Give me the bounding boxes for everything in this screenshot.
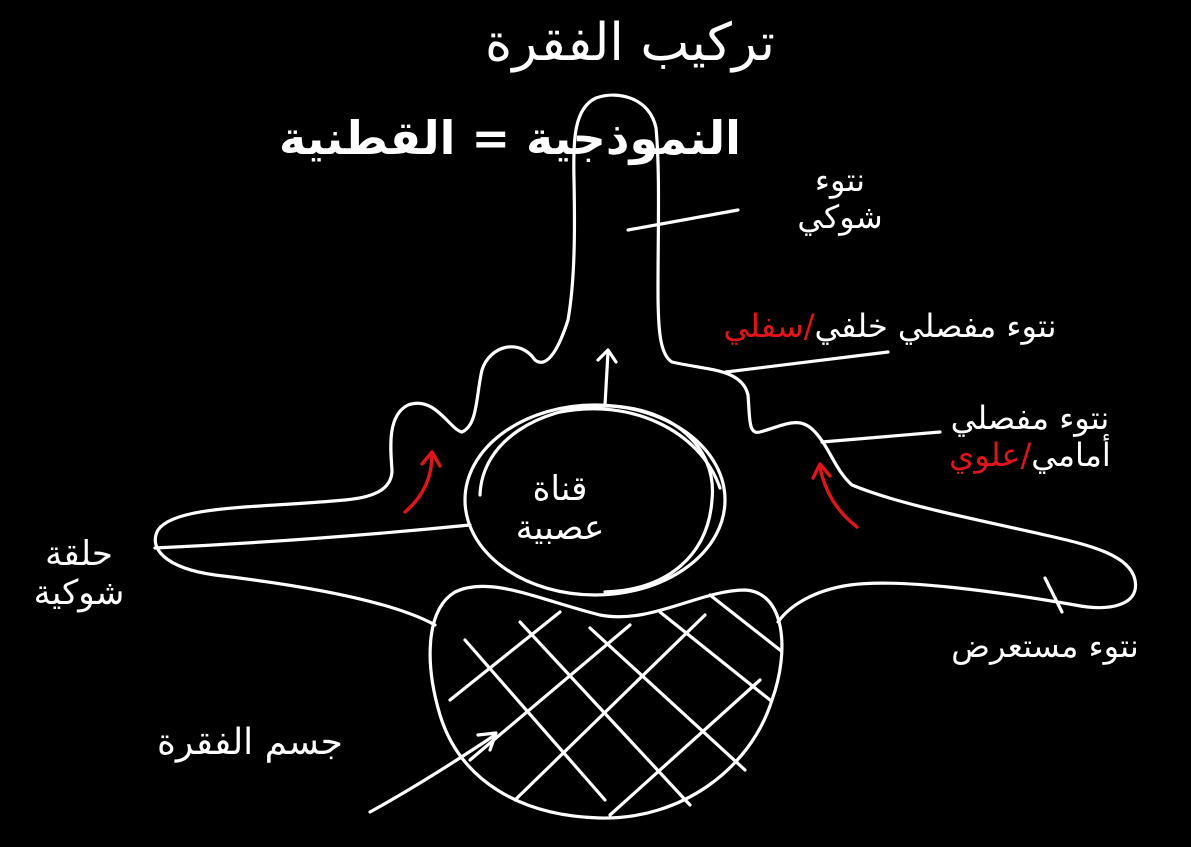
body-pointer-arrow [368, 733, 497, 814]
inferior-articular-pointer [724, 350, 890, 374]
right-red-arrow [818, 466, 859, 529]
vertebral-body-label: جسم الفقرة [120, 722, 380, 763]
superior-label-alt: علوي [949, 435, 1021, 474]
arch-label-line2: شوكية [33, 573, 125, 614]
left-transverse-inner-edge [153, 523, 472, 550]
right-red-arrowhead [811, 462, 832, 480]
vertebral-body-hatching [448, 593, 782, 817]
transverse-pointer [1043, 576, 1064, 614]
spinous-label-line1: نتوء [814, 161, 866, 199]
body-label-text: جسم الفقرة [157, 722, 343, 763]
spinous-process-label: نتوء شوكي [770, 162, 910, 236]
page-title-line1: تركيب الفقرة [440, 13, 820, 74]
canal-up-arrow [603, 350, 610, 407]
superior-label-line1: نتوء مفصلي [950, 399, 1110, 437]
vertebra-outline [153, 93, 1138, 627]
inferior-label-separator: / [803, 307, 815, 345]
vertebral-arch-label: حلقة شوكية [4, 534, 154, 614]
transverse-label-text: نتوء مستعرض [951, 627, 1139, 665]
inferior-articular-label: نتوء مفصلي خلفي/سفلي [700, 308, 1080, 345]
superior-label-main: أمامي [1031, 435, 1111, 474]
vertebral-body-outline [428, 584, 784, 820]
superior-articular-label: نتوء مفصلي أمامي/علوي [880, 400, 1180, 474]
superior-articular-pointer [820, 430, 942, 444]
title-text-line2: النموذجية = القطنية [279, 111, 741, 165]
vertebral-canal-inner [478, 404, 715, 594]
page-title-line2: النموذجية = القطنية [240, 112, 780, 165]
canal-label-line1: قناة [532, 469, 588, 509]
left-red-arrow [403, 453, 434, 514]
left-red-arrowhead [420, 450, 442, 468]
spinous-label-line2: شوكي [797, 197, 883, 236]
inferior-label-main: نتوء مفصلي خلفي [814, 307, 1057, 345]
superior-label-separator: / [1020, 435, 1032, 474]
inferior-label-alt: سفلي [723, 307, 804, 345]
superior-label-line2: أمامي/علوي [880, 435, 1180, 474]
canal-label-line2: عصبية [515, 508, 605, 549]
vertebral-canal-rim [558, 407, 722, 490]
body-pointer-arrowhead [476, 731, 498, 752]
title-text-line1: تركيب الفقرة [484, 13, 776, 73]
transverse-process-label: نتوء مستعرض [905, 628, 1185, 665]
canal-up-arrowhead [596, 348, 618, 364]
spinous-pointer [626, 208, 740, 232]
arch-label-line1: حلقة [45, 534, 113, 574]
vertebral-canal-label: قناة عصبية [495, 469, 625, 549]
